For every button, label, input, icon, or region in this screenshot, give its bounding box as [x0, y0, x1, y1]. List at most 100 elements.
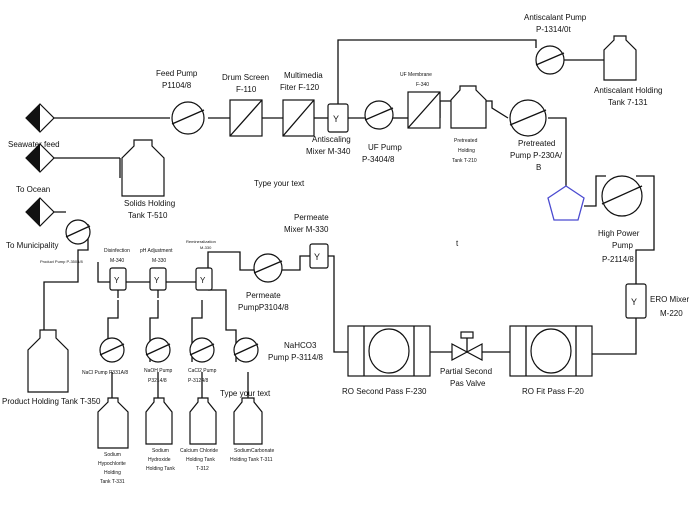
permeate-pump-label-1: Permeate [246, 291, 281, 300]
sodium-hypochlorite-tank [97, 397, 129, 449]
hypochlorite-label-2: Hypochlorite [98, 461, 126, 467]
disinfection-label-2: M-340 [110, 258, 124, 264]
naoh-pump [145, 337, 171, 363]
drum-screen-label-2: F-110 [236, 85, 257, 94]
solids-holding-tank [121, 139, 165, 197]
uf-pump [364, 100, 394, 130]
ero-mixer-symbol: Y [631, 297, 637, 307]
uf-pump-label-2: P-3404/8 [362, 155, 395, 164]
product-pump [65, 219, 91, 245]
placeholder-text-2: Type your text [220, 389, 271, 398]
calcium-chloride-label-3: T-312 [196, 466, 209, 472]
remineralization-mixer-symbol: Y [200, 276, 206, 285]
nahco3-pump [233, 337, 259, 363]
solids-tank-label-2: Tank T-510 [128, 211, 168, 220]
pretreated-pump-label-1: Pretreated [518, 139, 555, 148]
permeate-mixer: Y [309, 243, 329, 269]
pretreated-pump-label-2: Pump P-230A/ [510, 151, 563, 160]
uf-membrane-label-2: F-340 [416, 82, 429, 88]
pretreated-tank-label-3: Tank T-210 [452, 158, 477, 164]
sodium-hydroxide-tank [145, 397, 173, 445]
hypochlorite-label-4: Tank T-331 [100, 479, 125, 485]
disinfection-label-1: Disinfection [104, 248, 130, 254]
antiscalant-pump-label-2: P-1314/0t [536, 25, 571, 34]
high-power-pump [601, 175, 643, 217]
ph-adjustment-label-1: pH Adjustment [140, 248, 173, 254]
permeate-pump-label-2: PumpP3104/8 [238, 303, 289, 312]
naoh-pump-label-2: P3214/8 [148, 378, 167, 384]
antiscaling-mixer-label-1: Antiscaling [312, 135, 351, 144]
antiscaling-mixer: Y [327, 103, 349, 133]
to-municipality-valve [25, 197, 55, 227]
sodium-carbonate-tank [233, 397, 263, 445]
nacl-pump [99, 337, 125, 363]
permeate-pump [253, 253, 283, 283]
high-power-pump-label-2: Pump [612, 241, 633, 250]
antiscalant-tank-label-1: Antiscalant Holding [594, 86, 662, 95]
partial-second-pass-valve [451, 331, 483, 361]
permeate-mixer-label-1: Permeate [294, 213, 329, 222]
valve-label-1: Partial Second [440, 367, 492, 376]
to-municipality-label: To Municipality [6, 241, 58, 250]
calcium-chloride-tank [189, 397, 217, 445]
uf-membrane-label-1: UF Membrane [400, 72, 432, 78]
stray-mark: t [456, 239, 459, 248]
seawater-feed-valve [25, 103, 55, 133]
cacl2-pump-label-2: P-3124/8 [188, 378, 209, 384]
hypochlorite-label-1: Sodium [104, 452, 121, 458]
placeholder-text-1: Type your text [254, 179, 305, 188]
nahco3-pump-label-2: Pump P-3114/8 [268, 353, 324, 362]
remineralization-mixer: Y [195, 267, 213, 291]
antiscalant-pump-label-1: Antiscalant Pump [524, 13, 587, 22]
high-power-pump-label-1: High Power [598, 229, 640, 238]
product-tank-label: Product Holding Tank T-350 [2, 397, 101, 406]
cacl2-pump-label-1: CaCl2 Pump [188, 368, 217, 374]
feed-pump-label-1: Feed Pump [156, 69, 198, 78]
multimedia-filter-label-1: Multimedia [284, 71, 323, 80]
disinfection-mixer: Y [109, 267, 127, 291]
antiscalant-holding-tank [603, 35, 637, 81]
pretreated-pump [509, 99, 547, 137]
multimedia-filter-label-2: Fiter F-120 [280, 83, 320, 92]
ro-first-pass-label: RO Fit Pass F-20 [522, 387, 584, 396]
to-ocean-label: To Ocean [16, 185, 50, 194]
ph-adjustment-mixer-symbol: Y [154, 276, 160, 285]
ro-second-pass-label: RO Second Pass F-230 [342, 387, 427, 396]
hypochlorite-label-3: Holding [104, 470, 121, 476]
ero-mixer-label-2: M-220 [660, 309, 683, 318]
solids-tank-label-1: Solids Holding [124, 199, 175, 208]
drum-screen-label-1: Drum Screen [222, 73, 269, 82]
antiscalant-pump [535, 45, 565, 75]
pretreated-tank-label-2: Holding [458, 148, 475, 154]
cacl2-pump [189, 337, 215, 363]
seawater-feed-label: Seawater feed [8, 140, 60, 149]
remineralization-label-2: M-330 [200, 245, 212, 250]
nahco3-pump-label-1: NaHCO3 [284, 341, 317, 350]
calcium-chloride-label-1: Calcium Chloride [180, 448, 218, 454]
antiscaling-mixer-symbol: Y [333, 114, 339, 124]
product-pump-label: Product Pump P-3504/8 [40, 259, 83, 264]
carbonate-label-1: SodiumCarbonate [234, 448, 275, 454]
pretreated-holding-tank [450, 85, 487, 129]
antiscalant-tank-label-2: Tank 7-131 [608, 98, 648, 107]
antiscaling-mixer-label-2: Mixer M-340 [306, 147, 351, 156]
pipe-lines [43, 39, 655, 402]
feed-pump-label-2: P1104/8 [162, 81, 192, 90]
permeate-mixer-label-2: Mixer M-330 [284, 225, 329, 234]
hydroxide-label-3: Holding Tank [146, 466, 175, 472]
pentagon-unit [547, 185, 585, 221]
to-ocean-valve [25, 143, 55, 173]
uf-pump-label-1: UF Pump [368, 143, 402, 152]
uf-membrane [407, 91, 441, 129]
hydroxide-label-1: Sodium [152, 448, 169, 454]
disinfection-mixer-symbol: Y [114, 276, 120, 285]
permeate-mixer-symbol: Y [314, 252, 320, 262]
high-power-pump-label-3: P-2114/8 [602, 255, 634, 264]
calcium-chloride-label-2: Holding Tank [186, 457, 215, 463]
multimedia-filter [282, 99, 315, 137]
ph-adjustment-label-2: M-330 [152, 258, 166, 264]
pretreated-pump-label-3: B [536, 163, 541, 172]
valve-label-2: Pas Valve [450, 379, 486, 388]
product-holding-tank [27, 329, 69, 393]
